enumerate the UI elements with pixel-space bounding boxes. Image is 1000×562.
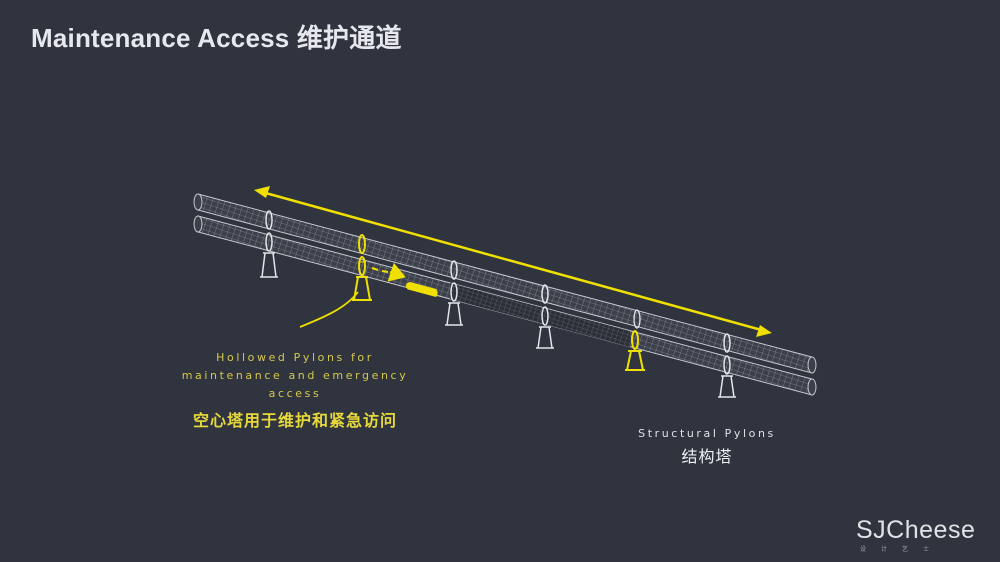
structural-pylon — [260, 210, 278, 278]
lower-tube — [193, 215, 817, 396]
hollowed-pylons-label: Hollowed Pylons for maintenance and emer… — [160, 349, 430, 431]
maintenance-pod — [371, 262, 438, 297]
structural-pylon — [445, 260, 463, 326]
brand-logo: SJCheese — [856, 516, 976, 544]
upper-tube — [193, 193, 817, 374]
structural-pylon — [718, 333, 736, 398]
hollowed-pylons-en-line2: maintenance and emergency — [181, 369, 409, 382]
structural-pylons-label: Structural Pylons 结构塔 — [612, 425, 802, 467]
hollowed-pylon — [625, 330, 645, 371]
double-arrow — [254, 186, 772, 337]
structural-pylons-zh: 结构塔 — [681, 447, 733, 466]
structural-pylons-en: Structural Pylons — [638, 427, 776, 440]
brand-logo-subtitle: 设计艺士 — [860, 547, 945, 553]
structural-pylon — [536, 284, 554, 349]
hollowed-pylons-en-line3: access — [268, 387, 322, 400]
hollowed-pylon — [352, 234, 372, 301]
page-title: Maintenance Access 维护通道 — [31, 23, 402, 53]
hollowed-pylons-zh: 空心塔用于维护和紧急访问 — [192, 411, 397, 430]
tube-ring — [633, 309, 641, 329]
hollowed-pylons-en-line1: Hollowed Pylons for — [216, 351, 374, 364]
leader-line — [299, 291, 359, 328]
